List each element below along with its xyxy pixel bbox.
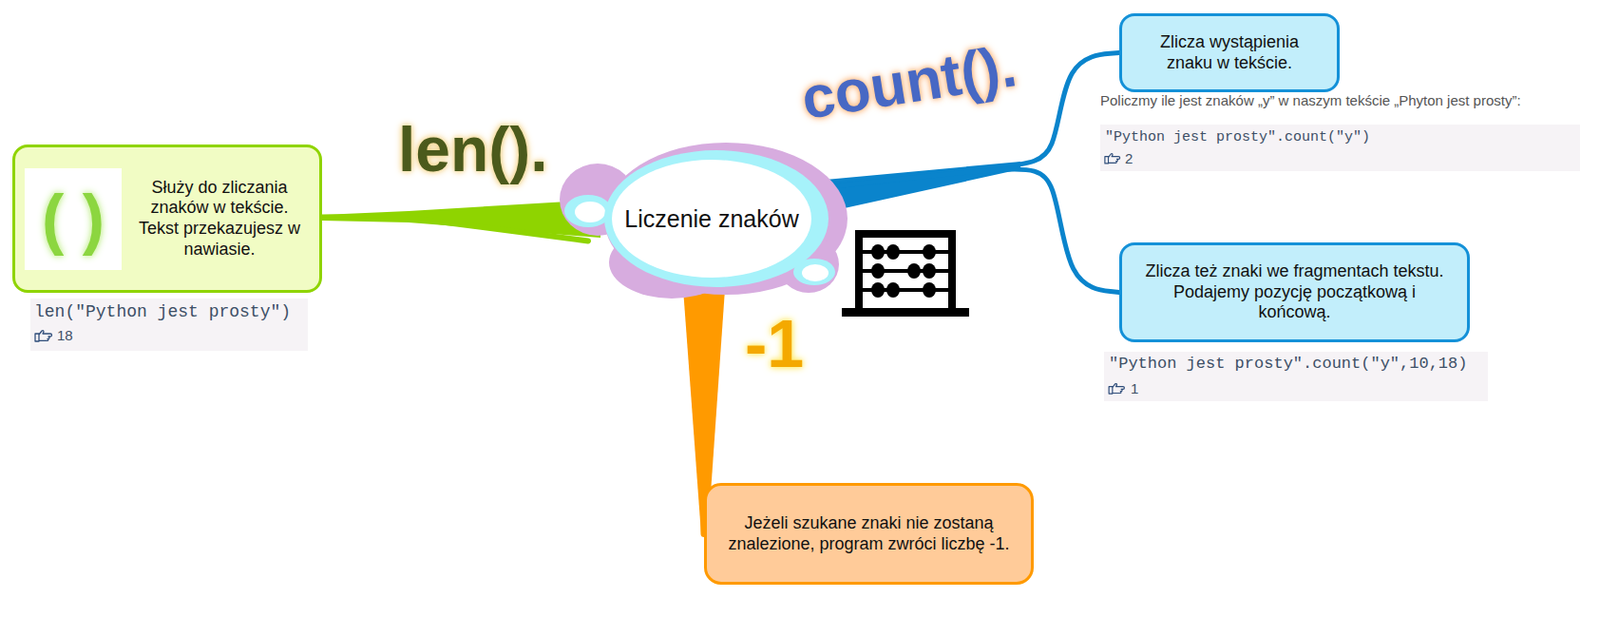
- abacus-frame: [855, 229, 956, 238]
- cloud-part: [604, 150, 829, 287]
- info-box: ( )Służy do zliczania znaków w tekście. …: [12, 144, 323, 293]
- topic-cloud: Liczenie znaków: [559, 140, 853, 303]
- example-note: Policzmy ile jest znaków „y” w naszym te…: [1100, 92, 1522, 109]
- result-value: 18: [57, 326, 74, 343]
- result-value: 1: [1130, 380, 1139, 397]
- abacus-frame: [948, 229, 956, 310]
- node-text: Zlicza też znaki we fragmentach tekstu. …: [1135, 261, 1454, 324]
- node-text: Zlicza wystąpienia znaku w tekście.: [1139, 32, 1320, 74]
- abacus-frame: [855, 229, 863, 310]
- cloud-part: [611, 159, 812, 278]
- code-panel: [30, 298, 308, 351]
- abacus-base: [841, 307, 970, 317]
- function-title: len().: [398, 114, 549, 187]
- function-title: -1: [744, 305, 804, 383]
- node-text: Jeżeli szukane znaki nie zostaną znalezi…: [722, 513, 1016, 554]
- code-line: len("Python jest prosty"): [34, 302, 291, 323]
- cloud-part: [574, 201, 606, 223]
- code-line: "Python jest prosty".count("y"): [1104, 129, 1371, 146]
- info-box: Zlicza też znaki we fragmentach tekstu. …: [1119, 242, 1470, 343]
- info-box: Zlicza wystąpienia znaku w tekście.: [1119, 13, 1340, 93]
- code-panel: [1100, 124, 1581, 172]
- paren-icon-text: ( ): [24, 168, 122, 270]
- cloud-part: [801, 264, 829, 282]
- node-text: Liczenie znaków: [624, 204, 799, 233]
- result-value: 2: [1124, 150, 1133, 167]
- abacus-icon: [841, 229, 971, 324]
- hand-icon: [1108, 383, 1124, 395]
- hand-icon: [35, 330, 53, 342]
- branch-connector: [322, 216, 589, 241]
- function-title: count().: [797, 31, 1022, 133]
- note-box: Jeżeli szukane znaki nie zostaną znalezi…: [704, 482, 1034, 585]
- abacus-beads: [862, 244, 949, 298]
- hand-icon: [1104, 153, 1121, 164]
- code-panel: [1104, 351, 1488, 401]
- code-line: "Python jest prosty".count("y",10,18): [1108, 354, 1467, 374]
- node-text: Służy do zliczania znaków w tekście. Tek…: [129, 177, 310, 260]
